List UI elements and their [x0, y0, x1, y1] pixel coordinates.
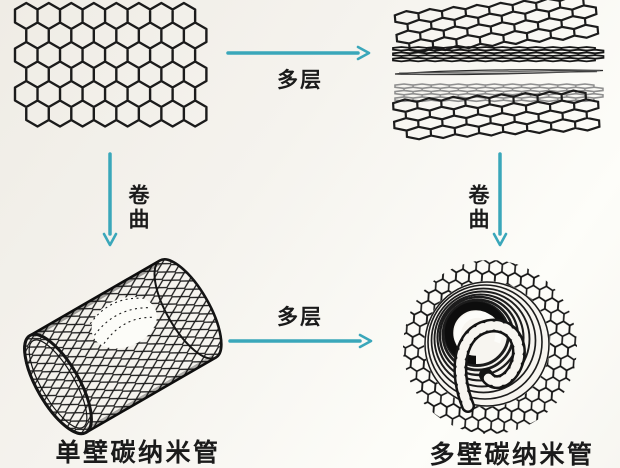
label-multi-wall-nanotube: 多壁碳纳米管: [429, 441, 595, 468]
layer-1-path: [395, 0, 599, 54]
swcnt-figure: [23, 258, 223, 436]
label-curl-right: 卷曲: [466, 184, 489, 232]
ring: [436, 293, 525, 382]
ring: [430, 287, 537, 394]
label-multilayer-bottom: 多层: [277, 306, 323, 329]
tube-opening-mesh: [89, 297, 154, 344]
layer-2: [393, 47, 603, 61]
hex-lattice-path: [13, 1, 208, 128]
mwcnt-dark-crescent: [444, 301, 508, 365]
tube-near-rim-inner: [28, 339, 88, 429]
tube-top-shade: [32, 260, 161, 338]
layer-3-outline: [394, 69, 604, 76]
layer-5: [393, 89, 600, 140]
tube-bottom-shade: [86, 355, 215, 432]
layer-2-path: [393, 47, 603, 61]
label-multilayer-top: 多层: [277, 69, 323, 92]
layer-3-lines: [398, 69, 601, 76]
mwcnt-bent-tube-rungs: [455, 321, 524, 411]
mwcnt-figure: [403, 260, 577, 434]
stacked-graphene-layers: [393, 0, 603, 141]
layer-1: [395, 0, 599, 54]
ring: [427, 284, 543, 400]
graphene-sheet: [13, 1, 208, 128]
ring: [424, 281, 550, 407]
layer-3: [394, 69, 604, 76]
label-curl-left: 卷曲: [126, 184, 149, 232]
layer-5-path: [393, 89, 600, 140]
tube-far-rim: [153, 258, 223, 360]
ring: [433, 290, 531, 388]
label-single-wall-nanotube: 单壁碳纳米管: [55, 439, 221, 467]
tube-opening: [91, 296, 157, 349]
